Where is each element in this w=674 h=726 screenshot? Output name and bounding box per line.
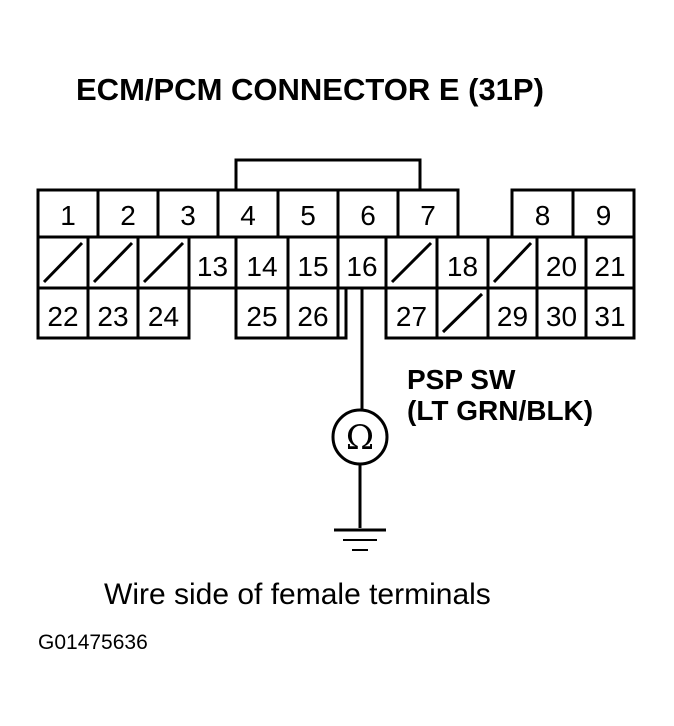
terminal-label-27: 27 (396, 301, 427, 332)
terminal-label-16: 16 (346, 251, 377, 282)
unused-terminal-mark (42, 241, 84, 284)
terminal-label-8: 8 (535, 200, 551, 231)
terminal-label-7: 7 (420, 200, 436, 231)
terminal-label-6: 6 (360, 200, 376, 231)
terminal-cell-26 (286, 286, 340, 340)
diagram-title: ECM/PCM CONNECTOR E (31P) (76, 72, 544, 107)
terminal-label-29: 29 (497, 301, 528, 332)
terminal-label-9: 9 (596, 200, 612, 231)
terminal-label-15: 15 (297, 251, 328, 282)
terminal-label-21: 21 (594, 251, 625, 282)
wire-color: (LT GRN/BLK) (407, 395, 593, 426)
terminal-label-26: 26 (297, 301, 328, 332)
terminal-cell-31 (584, 286, 636, 340)
terminal-label-23: 23 (97, 301, 128, 332)
unused-terminal-mark (390, 241, 433, 284)
terminal-label-2: 2 (120, 200, 136, 231)
terminal-label-3: 3 (180, 200, 196, 231)
terminal-label-25: 25 (246, 301, 277, 332)
ground-icon (334, 528, 386, 551)
diagram-caption: Wire side of female terminals (104, 578, 491, 611)
unused-terminal-mark (492, 241, 533, 284)
terminal-label-30: 30 (546, 301, 577, 332)
unused-terminal-mark (142, 241, 185, 284)
terminal-label-1: 1 (60, 200, 76, 231)
terminal-label-24: 24 (148, 301, 179, 332)
terminal-label-20: 20 (546, 251, 577, 282)
terminal-label-4: 4 (240, 200, 256, 231)
switch-name: PSP SW (407, 364, 516, 395)
unused-terminal-mark (441, 292, 484, 334)
figure-code: G01475636 (38, 631, 148, 654)
ohm-icon: Ω (346, 418, 374, 458)
terminal-label-5: 5 (300, 200, 316, 231)
terminal-cell-24 (136, 286, 191, 340)
terminal-label-14: 14 (246, 251, 277, 282)
terminal-label-31: 31 (594, 301, 625, 332)
unused-terminal-mark (92, 241, 134, 284)
terminal-label-18: 18 (447, 251, 478, 282)
terminal-label-13: 13 (197, 251, 228, 282)
terminal-label-22: 22 (47, 301, 78, 332)
